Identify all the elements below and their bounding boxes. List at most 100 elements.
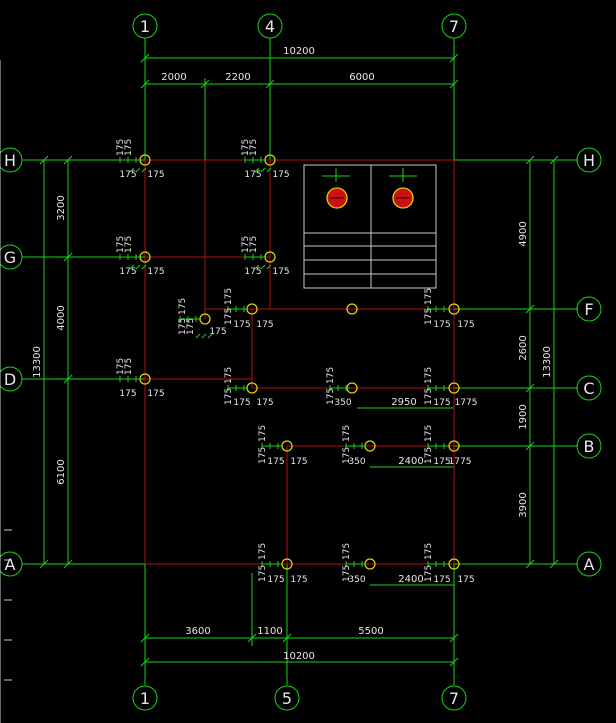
dim-bottom-seg3: 5500 [358,626,383,637]
dimension-texts: 10200 2000 2200 6000 3600 1100 5500 1020… [32,46,553,662]
dim-label: 175 [290,457,307,467]
axis-label-left-G: G [4,248,16,267]
dim-a-span: 2400 [398,574,423,585]
axis-label-top-1: 1 [140,17,150,36]
dim-label: 175 [424,308,434,325]
dim-label: 175 [424,288,434,305]
axis-bubble-bottom-7 [441,685,467,711]
dim-label: 175 [147,267,164,277]
axis-label-top-7: 7 [449,17,459,36]
dim-top-seg3: 6000 [349,72,374,83]
dim-label: 175 [433,457,450,467]
dim-label: 175 [272,267,289,277]
axis-label-right-C: C [583,379,594,398]
dim-label: 175 [457,575,474,585]
axis-bubble-right-B [576,433,602,459]
dim-label: 175 [342,447,352,464]
dim-label: 175 [256,320,273,330]
dim-top-seg1: 2000 [161,72,186,83]
dim-label: 175 [433,575,450,585]
dim-label: 175 [124,236,134,253]
dim-label: 175 [147,170,164,180]
dim-left-seg3: 6100 [56,459,67,484]
axis-bubble-right-F [576,296,602,322]
dim-label: 175 [186,318,196,335]
axis-bubble-bottom-5 [274,685,300,711]
dim-label: 175 [326,388,336,405]
dim-label: 175 [178,318,188,335]
dim-left-seg1: 3200 [56,195,67,220]
dim-label: 175 [178,298,188,315]
dim-label: 175 [342,543,352,560]
dim-bottom-seg2: 1100 [257,626,282,637]
dim-label: 175 [116,139,126,156]
dim-right-seg4: 3900 [518,492,529,517]
dim-label: 175 [433,320,450,330]
dim-left-total: 13300 [32,346,43,378]
axis-bubble-right-C [576,375,602,401]
dim-label: 175 [342,565,352,582]
axis-bubble-left-A [0,551,23,577]
dim-right-total: 13300 [542,346,553,378]
dim-label: 175 [224,367,234,384]
axis-bubble-left-D [0,366,23,392]
dim-label: 175 [224,308,234,325]
axis-bubbles: 1 4 7 1 5 7 H G D A H F C B A [0,13,602,711]
dim-label: 175 [116,358,126,375]
dim-c-offset: 350 [334,398,351,408]
dim-label: 175 [249,139,259,156]
dim-label: 175 [258,565,268,582]
dim-right-seg2: 2600 [518,335,529,360]
dim-c-span: 2950 [391,397,416,408]
axis-bubble-top-1 [132,13,158,39]
dim-right-seg1: 4900 [518,221,529,246]
dim-label: 175 [424,543,434,560]
axis-label-left-D: D [4,370,16,389]
dim-label: 175 [233,398,250,408]
dim-right-seg3: 1900 [518,404,529,429]
axis-bubble-left-H [0,147,23,173]
dim-label: 175 [326,367,336,384]
dim-label: 175 [224,388,234,405]
axis-label-right-H: H [583,151,595,170]
column-annotation-ticks [119,157,448,567]
dim-bottom-total: 10200 [283,651,315,662]
dim-b-span: 2400 [398,456,423,467]
dim-left-seg2: 4000 [56,305,67,330]
dim-label: 175 [244,170,261,180]
dim-label: 175 [272,170,289,180]
stair-block [303,164,437,289]
dim-label: 175 [424,565,434,582]
axis-bubble-right-H [576,147,602,173]
dim-label: 175 [241,236,251,253]
dim-label: 175 [241,139,251,156]
axis-label-top-4: 4 [265,17,275,36]
axis-label-left-H: H [4,151,16,170]
axis-label-right-A: A [584,555,595,574]
dim-label: 175 [267,575,284,585]
dim-label: 175 [424,367,434,384]
axis-label-bottom-7: 7 [449,689,459,708]
axis-bubble-left-G [0,244,23,270]
axis-label-left-A: A [5,555,16,574]
dim-top-seg2: 2200 [225,72,250,83]
axis-label-bottom-1: 1 [140,689,150,708]
dim-label: 175 [124,358,134,375]
axis-label-right-B: B [584,437,595,456]
dim-label: 175 [424,388,434,405]
dim-label: 175 [224,288,234,305]
dim-top-total: 10200 [283,46,315,57]
dim-label: 175 [424,425,434,442]
axis-bubble-right-A [576,551,602,577]
dim-label: 175 [258,543,268,560]
axis-bubble-bottom-1 [132,685,158,711]
dim-b-right-offset: 1775 [449,457,472,467]
axis-bubble-top-4 [257,13,283,39]
beam-lines [144,159,455,565]
dim-label: 175 [424,447,434,464]
dim-label: 175 [267,457,284,467]
dim-label: 175 [233,320,250,330]
dim-label: 175 [249,236,259,253]
dim-b-offset: 350 [348,457,365,467]
